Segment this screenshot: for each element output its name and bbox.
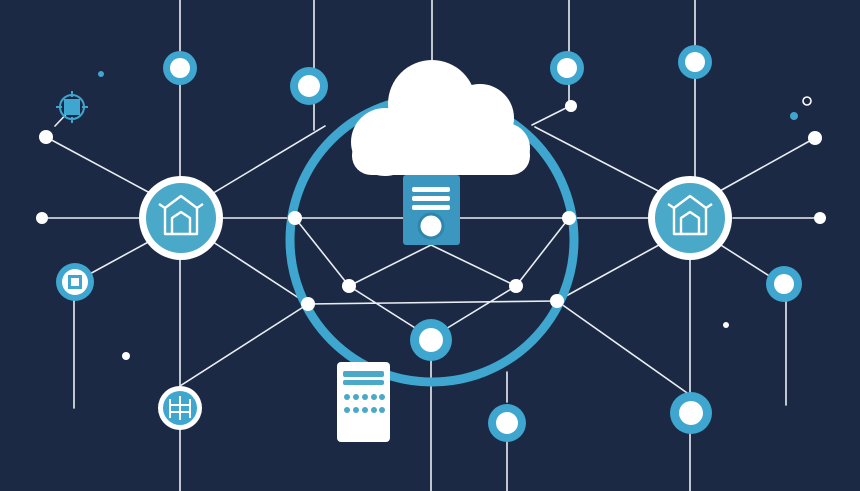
node [766, 266, 802, 302]
connection-lines [41, 0, 821, 491]
node [163, 51, 197, 85]
junction-dots [36, 71, 826, 360]
node [290, 67, 328, 105]
node [670, 392, 712, 434]
building-icon [648, 176, 732, 260]
node [488, 404, 526, 442]
node [550, 51, 584, 85]
server-icon [403, 175, 460, 245]
building-icon [139, 176, 223, 260]
node [410, 319, 452, 361]
keypad-icon [337, 362, 390, 442]
circuit-node-icon [158, 386, 202, 430]
cloud-icon [351, 60, 530, 176]
crosshair-icon [56, 91, 88, 123]
node [678, 45, 712, 79]
network-nodes [163, 45, 802, 442]
chip-icon [56, 263, 94, 301]
